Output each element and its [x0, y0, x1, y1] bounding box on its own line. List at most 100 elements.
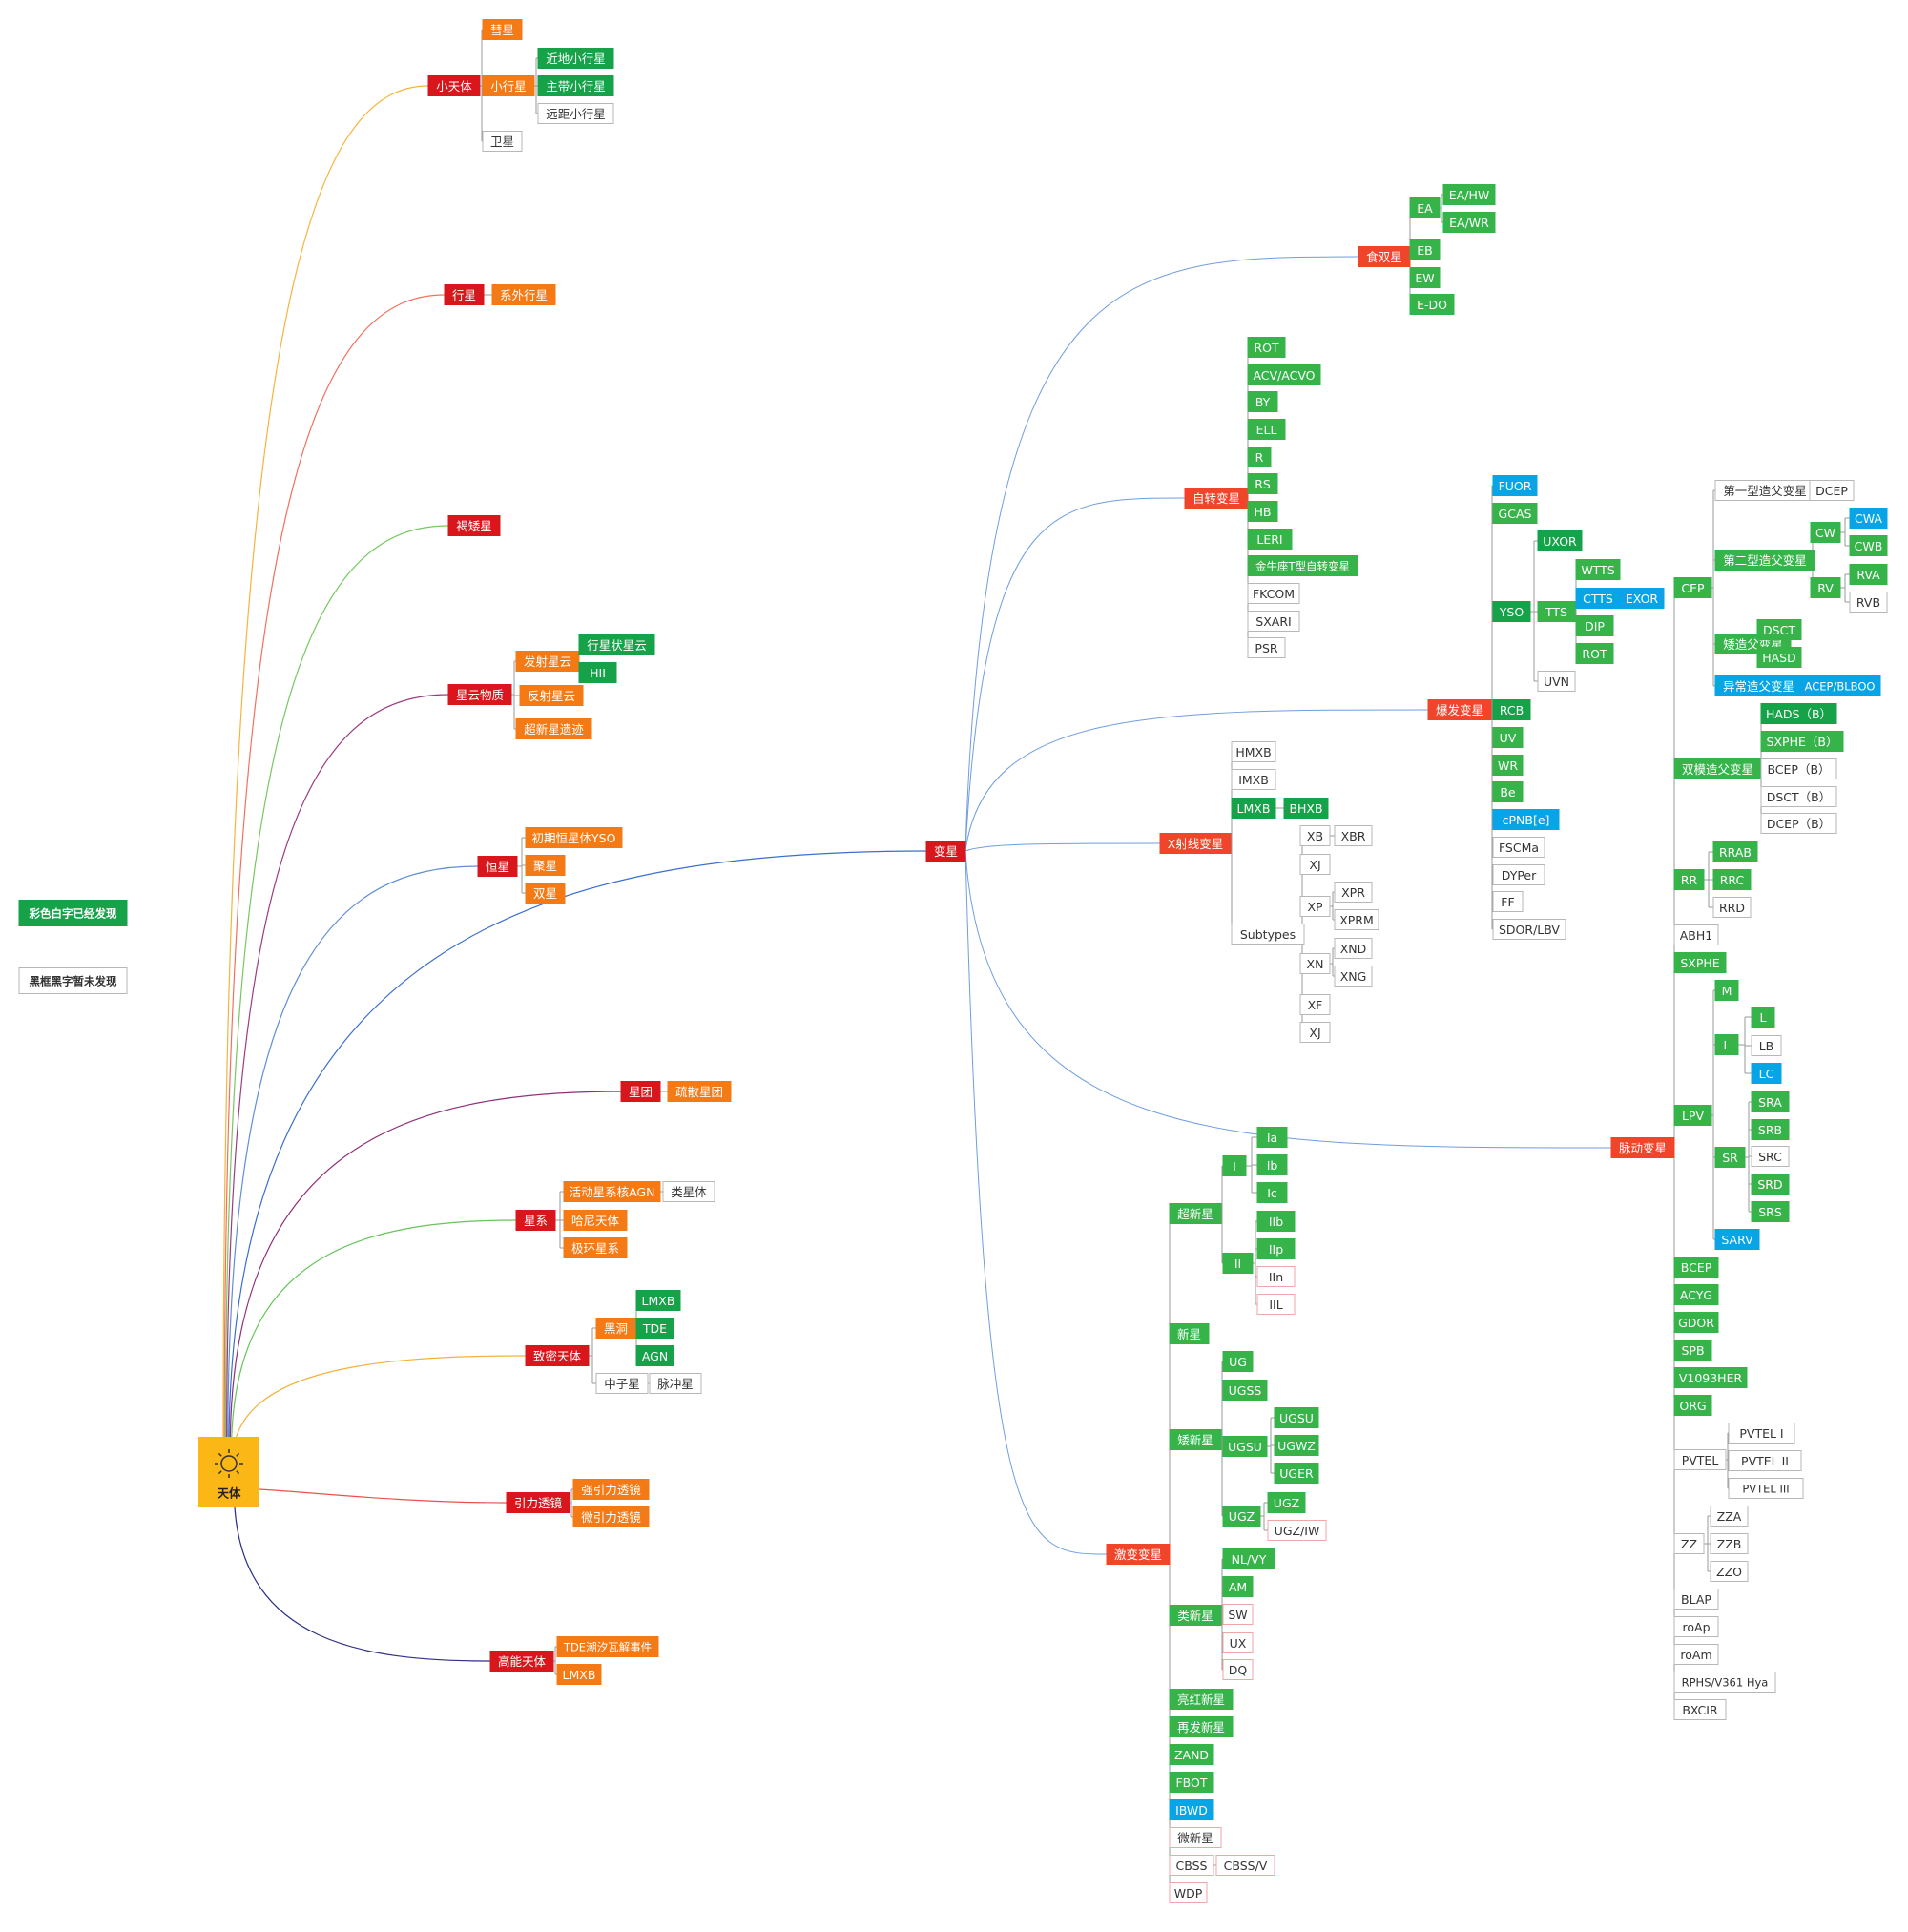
- node-食双星[interactable]: 食双星: [1358, 246, 1411, 267]
- node-ugwz[interactable]: UGWZ: [1274, 1435, 1319, 1456]
- node-ib[interactable]: Ib: [1256, 1154, 1288, 1175]
- node-星云物质[interactable]: 星云物质: [447, 684, 512, 705]
- node-ell[interactable]: ELL: [1247, 419, 1286, 440]
- node-ea-wr[interactable]: EA/WR: [1442, 212, 1496, 233]
- node-e-do[interactable]: E-DO: [1409, 294, 1455, 315]
- node-ugz-iw[interactable]: UGZ/IW: [1267, 1520, 1327, 1541]
- node-lmxb[interactable]: LMXB: [1231, 798, 1276, 819]
- node-imxb[interactable]: IMXB: [1231, 769, 1276, 790]
- node-再发新星[interactable]: 再发新星: [1169, 1716, 1234, 1737]
- node-dcep[interactable]: DCEP: [1809, 480, 1855, 501]
- node-双星[interactable]: 双星: [525, 883, 566, 904]
- node-ugss[interactable]: UGSS: [1222, 1380, 1268, 1401]
- node-sxphe-b[interactable]: SXPHE（B）: [1760, 731, 1844, 752]
- node-be[interactable]: Be: [1492, 781, 1524, 802]
- node-rphs-v361-hya[interactable]: RPHS/V361 Hya: [1673, 1672, 1776, 1693]
- node-dcep-b[interactable]: DCEP（B）: [1760, 813, 1837, 834]
- node-bhxb[interactable]: BHXB: [1283, 798, 1329, 819]
- node-xpr[interactable]: XPR: [1334, 882, 1373, 903]
- node-wdp[interactable]: WDP: [1169, 1882, 1208, 1903]
- node-爆发变星[interactable]: 爆发变星: [1427, 699, 1492, 720]
- node-黑洞[interactable]: 黑洞: [595, 1318, 636, 1339]
- node-ff[interactable]: FF: [1492, 891, 1524, 912]
- node-fkcom[interactable]: FKCOM: [1247, 583, 1300, 604]
- node-xbr[interactable]: XBR: [1334, 825, 1373, 846]
- node-wtts[interactable]: WTTS: [1575, 559, 1621, 580]
- node-rot[interactable]: ROT: [1247, 337, 1286, 358]
- node-sdor-lbv[interactable]: SDOR/LBV: [1492, 919, 1566, 940]
- node-l[interactable]: L: [1751, 1007, 1775, 1028]
- node-psr[interactable]: PSR: [1247, 637, 1286, 658]
- node-acv-acvo[interactable]: ACV/ACVO: [1247, 364, 1321, 385]
- node-rv[interactable]: RV: [1810, 577, 1841, 598]
- node-rr[interactable]: RR: [1673, 869, 1705, 890]
- node-亮红新星[interactable]: 亮红新星: [1169, 1689, 1234, 1710]
- node-fscma[interactable]: FSCMa: [1492, 837, 1545, 858]
- node-zand[interactable]: ZAND: [1169, 1744, 1214, 1765]
- node-微新星[interactable]: 微新星: [1169, 1827, 1222, 1848]
- node-类新星[interactable]: 类新星: [1169, 1605, 1222, 1626]
- node-fuor[interactable]: FUOR: [1492, 475, 1538, 496]
- node-第一型造父变星[interactable]: 第一型造父变星: [1714, 480, 1815, 501]
- node-bcep-b[interactable]: BCEP（B）: [1760, 758, 1837, 779]
- node-ugz[interactable]: UGZ: [1222, 1506, 1261, 1527]
- node-微引力透镜[interactable]: 微引力透镜: [572, 1506, 650, 1527]
- node-iil[interactable]: IIL: [1256, 1294, 1296, 1315]
- node-xp[interactable]: XP: [1299, 896, 1331, 917]
- node-r[interactable]: R: [1247, 447, 1272, 467]
- node-sarv[interactable]: SARV: [1714, 1229, 1760, 1250]
- node-by[interactable]: BY: [1247, 391, 1278, 412]
- node-org[interactable]: ORG: [1673, 1395, 1712, 1416]
- node-spb[interactable]: SPB: [1673, 1340, 1712, 1361]
- node-xj[interactable]: XJ: [1299, 1022, 1331, 1043]
- node-ibwd[interactable]: IBWD: [1169, 1799, 1214, 1820]
- node-rrc[interactable]: RRC: [1712, 869, 1752, 890]
- node-lb[interactable]: LB: [1751, 1035, 1782, 1056]
- node-tde[interactable]: TDE: [635, 1318, 674, 1339]
- node-zzb[interactable]: ZZB: [1710, 1533, 1749, 1554]
- node-sr[interactable]: SR: [1714, 1147, 1746, 1168]
- node-疏散星团[interactable]: 疏散星团: [667, 1081, 732, 1102]
- node-中子星[interactable]: 中子星: [595, 1373, 649, 1394]
- node-lmxb[interactable]: LMXB: [635, 1290, 681, 1311]
- node-远距小行星[interactable]: 远距小行星: [537, 103, 614, 124]
- node-agn[interactable]: AGN: [635, 1345, 674, 1366]
- node-cwa[interactable]: CWA: [1849, 508, 1888, 529]
- node-acyg[interactable]: ACYG: [1673, 1284, 1719, 1305]
- node-引力透镜[interactable]: 引力透镜: [506, 1492, 570, 1513]
- node-lpv[interactable]: LPV: [1673, 1105, 1712, 1126]
- node-ugz[interactable]: UGZ: [1267, 1492, 1306, 1513]
- node-wr[interactable]: WR: [1492, 755, 1524, 776]
- node-xb[interactable]: XB: [1299, 825, 1331, 846]
- node-变星[interactable]: 变星: [925, 841, 966, 862]
- node-subtypes[interactable]: Subtypes: [1231, 924, 1305, 945]
- node-eb[interactable]: EB: [1409, 239, 1441, 260]
- node-dsct[interactable]: DSCT: [1756, 619, 1802, 640]
- node-活动星系核agn[interactable]: 活动星系核AGN: [563, 1181, 661, 1202]
- node-rs[interactable]: RS: [1247, 473, 1278, 494]
- node-初期恒星体yso[interactable]: 初期恒星体YSO: [525, 827, 623, 848]
- node-uv[interactable]: UV: [1492, 727, 1524, 748]
- node-zza[interactable]: ZZA: [1710, 1506, 1749, 1527]
- node-金牛座t型自转变星[interactable]: 金牛座T型自转变星: [1247, 555, 1358, 576]
- node-am[interactable]: AM: [1222, 1576, 1254, 1597]
- node-roap[interactable]: roAp: [1673, 1616, 1719, 1637]
- node-反射星云[interactable]: 反射星云: [519, 685, 584, 706]
- node-exor[interactable]: EXOR: [1619, 588, 1665, 609]
- node-ii[interactable]: II: [1222, 1253, 1254, 1274]
- node-ea[interactable]: EA: [1409, 197, 1441, 218]
- node-srs[interactable]: SRS: [1751, 1201, 1790, 1222]
- node-sra[interactable]: SRA: [1751, 1091, 1790, 1112]
- node-褐矮星[interactable]: 褐矮星: [447, 515, 501, 536]
- node-dyper[interactable]: DYPer: [1492, 864, 1545, 885]
- node-哈尼天体[interactable]: 哈尼天体: [563, 1210, 628, 1231]
- node-gdor[interactable]: GDOR: [1673, 1312, 1719, 1333]
- node-rot[interactable]: ROT: [1575, 643, 1614, 664]
- node-ic[interactable]: Ic: [1256, 1182, 1288, 1203]
- node-强引力透镜[interactable]: 强引力透镜: [572, 1479, 650, 1500]
- node-超新星遗迹[interactable]: 超新星遗迹: [515, 718, 592, 739]
- node-小天体[interactable]: 小天体: [427, 75, 481, 96]
- node-dsct-b[interactable]: DSCT（B）: [1760, 786, 1837, 807]
- node-pvtel-ii[interactable]: PVTEL II: [1728, 1450, 1802, 1471]
- node-rcb[interactable]: RCB: [1492, 699, 1531, 720]
